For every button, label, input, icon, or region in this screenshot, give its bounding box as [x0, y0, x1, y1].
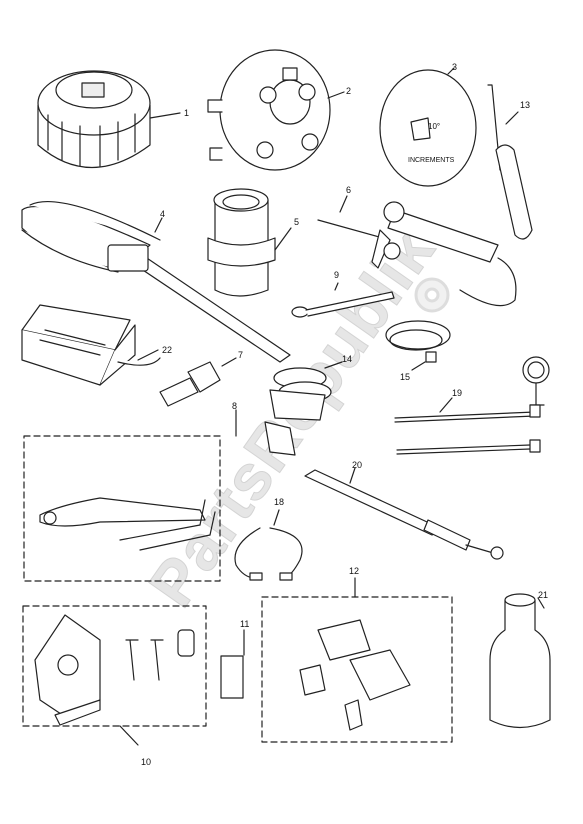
callout-14: 14	[342, 354, 353, 364]
part-9-pin-tool	[292, 283, 394, 317]
part-20-probe	[305, 468, 503, 559]
callout-8: 8	[232, 401, 238, 411]
callout-15: 15	[400, 372, 411, 382]
part-5-sleeve	[208, 189, 291, 296]
callout-21: 21	[538, 590, 549, 600]
callout-20: 20	[352, 460, 363, 470]
part-10-group	[23, 606, 206, 745]
part-12-group	[262, 578, 452, 742]
part-14-diagnostic-cable	[265, 362, 342, 455]
callout-9: 9	[334, 270, 340, 280]
callout-2: 2	[346, 86, 352, 96]
callout-4: 4	[160, 209, 166, 219]
callout-5: 5	[294, 217, 300, 227]
part-15-cable-coil	[386, 321, 450, 370]
part-1-oil-filter-wrench	[38, 71, 180, 168]
callout-3: 3	[452, 62, 458, 72]
callout-11: 11	[240, 619, 250, 629]
part-4-strap-wrench	[22, 202, 290, 362]
part-19-gauge-hoses	[395, 357, 549, 454]
dial-text-2: INCREMENTS	[408, 157, 455, 164]
part-22-module	[22, 305, 160, 385]
callout-6: 6	[346, 185, 352, 195]
part-11-card	[221, 630, 244, 698]
callout-18: 18	[274, 497, 285, 507]
part-8-group	[24, 410, 236, 581]
callout-7: 7	[238, 350, 244, 360]
part-7-bolt	[160, 358, 236, 406]
watermark-gear-icon	[416, 279, 448, 311]
callout-19: 19	[452, 388, 463, 398]
callout-13: 13	[520, 100, 531, 110]
part-13-screwdriver	[488, 85, 532, 239]
part-21-bottle	[490, 594, 550, 728]
part-18-cable	[235, 510, 302, 580]
callout-12: 12	[349, 566, 360, 576]
callout-1: 1	[184, 108, 190, 118]
part-3-degree-wheel	[380, 68, 476, 186]
callout-10: 10	[141, 757, 152, 767]
dial-text-1: 10°	[428, 122, 441, 131]
callout-22: 22	[162, 345, 173, 355]
part-2-pin-plate	[208, 50, 344, 170]
part-6-vacuum-pump	[318, 196, 516, 306]
